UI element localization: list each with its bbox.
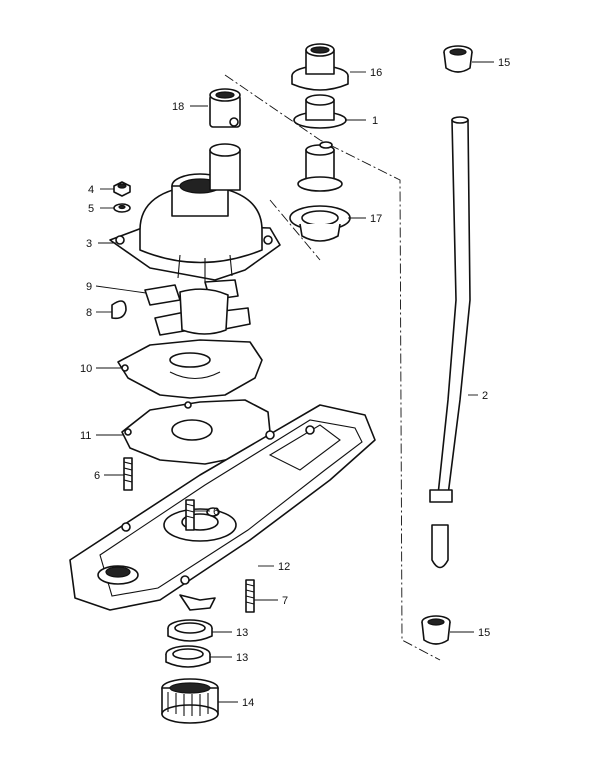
part-6-stud-left bbox=[123, 457, 133, 491]
part-13-upper-ring bbox=[167, 619, 213, 642]
part-5-washer bbox=[113, 203, 131, 213]
leader-lines bbox=[95, 61, 494, 703]
part-2-water-tube bbox=[429, 116, 471, 569]
part-4-nut bbox=[113, 181, 131, 197]
callout-9: 9 bbox=[86, 281, 92, 293]
part-16-grommet bbox=[443, 45, 473, 73]
part-7-stud bbox=[245, 579, 255, 613]
callout-16: 15 bbox=[498, 57, 510, 69]
assembly-guide-lines bbox=[224, 74, 441, 661]
callout-10: 10 bbox=[80, 363, 92, 375]
part-9-impeller bbox=[144, 279, 251, 336]
callout-2: 2 bbox=[482, 390, 488, 402]
part-3-pump-housing bbox=[109, 143, 281, 282]
part-15-lower-seal bbox=[289, 205, 351, 242]
callout-14: 14 bbox=[242, 697, 254, 709]
part-18-sleeve bbox=[209, 88, 241, 128]
part-10-gasket bbox=[117, 339, 263, 399]
part-6-stud-center bbox=[185, 499, 195, 531]
part-1-guide-tube bbox=[293, 94, 347, 192]
callout-12: 12 bbox=[278, 561, 290, 573]
callout-7: 7 bbox=[282, 595, 288, 607]
callout-6-center: 6 bbox=[213, 506, 219, 518]
callout-13-lower: 13 bbox=[236, 652, 248, 664]
callout-13-upper: 13 bbox=[236, 627, 248, 639]
part-13-lower-ring bbox=[165, 645, 211, 668]
callout-labels: 16 1 17 15 18 4 5 3 9 8 10 11 6 6 12 7 1… bbox=[80, 57, 510, 709]
part-15-upper-seal bbox=[291, 43, 349, 91]
callout-18: 18 bbox=[172, 101, 184, 113]
part-8-key bbox=[111, 300, 127, 320]
callout-15-upper: 16 bbox=[370, 67, 382, 79]
callout-3: 3 bbox=[86, 238, 92, 250]
callout-5: 5 bbox=[88, 203, 94, 215]
callout-11: 11 bbox=[80, 430, 91, 442]
callout-4: 4 bbox=[88, 184, 94, 196]
callout-15-lower: 17 bbox=[370, 213, 382, 225]
callout-1: 1 bbox=[372, 115, 378, 127]
callout-8: 8 bbox=[86, 307, 92, 319]
part-17-grommet bbox=[421, 615, 451, 645]
callout-6-left: 6 bbox=[94, 470, 100, 482]
part-14-needle-bearing bbox=[161, 678, 219, 724]
callout-17: 15 bbox=[478, 627, 490, 639]
